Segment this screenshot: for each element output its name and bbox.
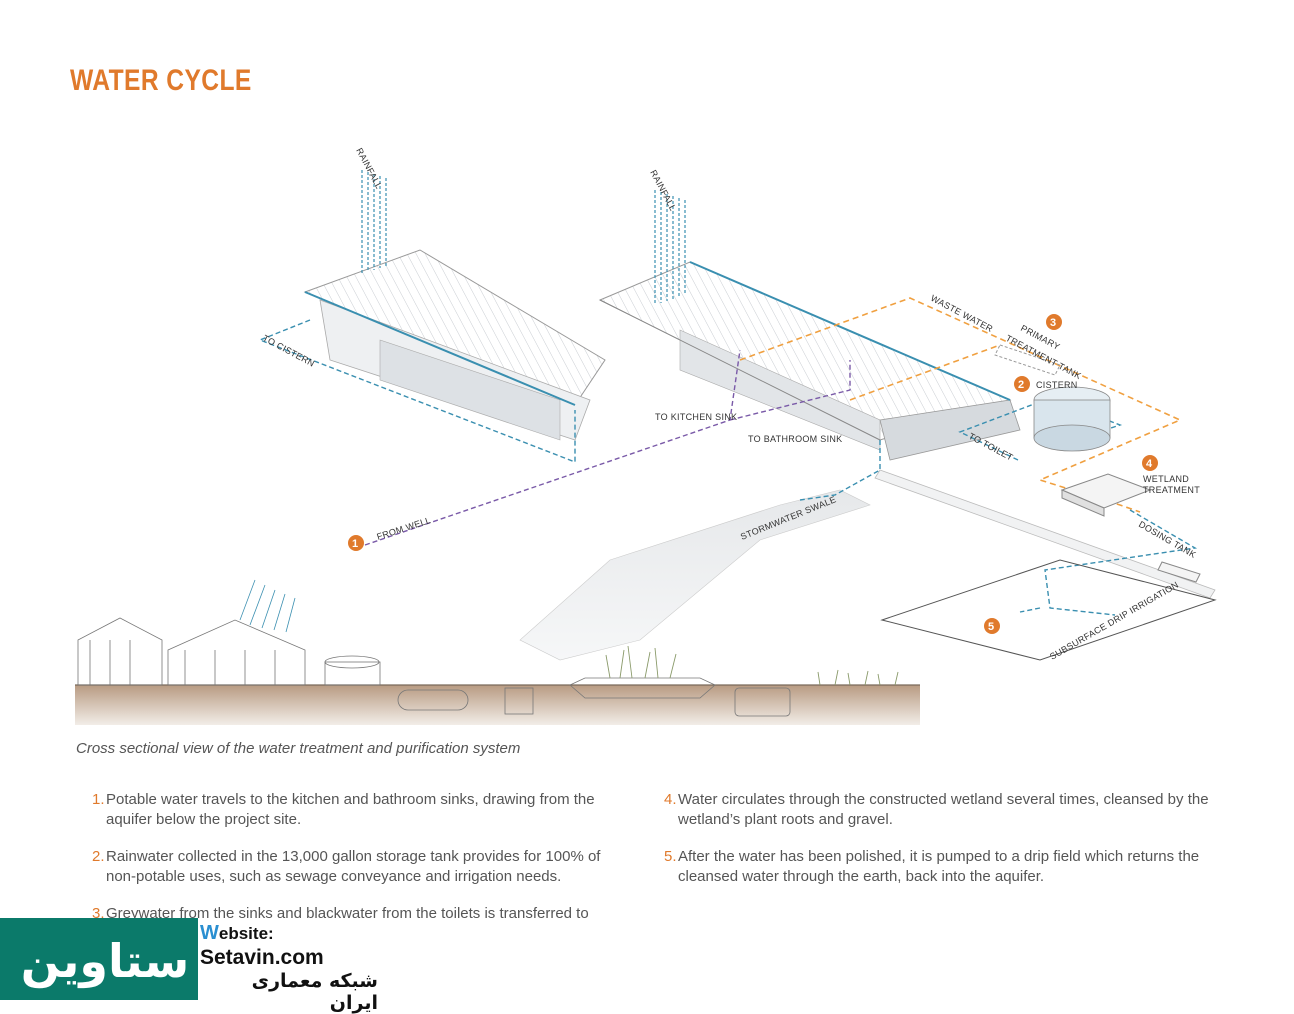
note-number: 4.: [664, 790, 678, 830]
building-left: [305, 250, 605, 440]
watermark-website-label: Website:: [200, 922, 274, 945]
note-text: After the water has been polished, it is…: [678, 847, 1224, 887]
label-rainfall-1: RAINFALL: [354, 146, 384, 190]
marker-5: 5: [984, 618, 1000, 634]
note-number: 5.: [664, 847, 678, 887]
notes-right: 4. Water circulates through the construc…: [664, 790, 1224, 904]
svg-text:5: 5: [988, 621, 994, 633]
cross-section: [75, 580, 920, 725]
svg-text:1: 1: [352, 538, 358, 550]
note-text: Potable water travels to the kitchen and…: [106, 790, 632, 830]
watermark-brand: ستاوین: [20, 934, 190, 988]
figure-caption: Cross sectional view of the water treatm…: [76, 740, 520, 757]
label-waste-water: WASTE WATER: [929, 293, 995, 334]
watermark-website-text: ebsite:: [219, 924, 274, 943]
svg-text:4: 4: [1146, 458, 1153, 470]
marker-4: 4: [1142, 455, 1158, 471]
wetland-treatment-box: [1062, 474, 1150, 516]
note-2: 2. Rainwater collected in the 13,000 gal…: [92, 847, 632, 887]
label-treatment: TREATMENT: [1143, 485, 1200, 495]
water-cycle-diagram: RAINFALL RAINFALL TO CISTERN WASTE WATER…: [0, 0, 1294, 740]
note-text: Rainwater collected in the 13,000 gallon…: [106, 847, 632, 887]
note-text: Water circulates through the constructed…: [678, 790, 1224, 830]
watermark-w: W: [200, 922, 219, 944]
marker-3: 3: [1046, 314, 1062, 330]
label-to-cistern: TO CISTERN: [261, 333, 316, 369]
note-1: 1. Potable water travels to the kitchen …: [92, 790, 632, 830]
svg-text:3: 3: [1050, 317, 1056, 329]
label-to-kitchen-sink: TO KITCHEN SINK: [655, 412, 737, 422]
note-4: 4. Water circulates through the construc…: [664, 790, 1224, 830]
marker-2: 2: [1014, 376, 1030, 392]
watermark-tagline: شبکه معماری ایران: [200, 970, 378, 1014]
marker-1: 1: [348, 535, 364, 551]
label-cistern: CISTERN: [1036, 380, 1078, 390]
flow-drip-field: [1020, 510, 1195, 615]
watermark-site: Setavin.com: [200, 946, 324, 970]
label-from-well: FROM WELL: [376, 515, 433, 542]
label-wetland: WETLAND: [1143, 474, 1189, 484]
label-rainfall-2: RAINFALL: [648, 168, 678, 212]
label-dosing-tank: DOSING TANK: [1137, 519, 1198, 560]
cistern-tank: [1034, 387, 1110, 451]
note-5: 5. After the water has been polished, it…: [664, 847, 1224, 887]
note-number: 1.: [92, 790, 106, 830]
note-number: 2.: [92, 847, 106, 887]
svg-text:2: 2: [1018, 379, 1024, 391]
label-subsurface: SUBSURFACE DRIP IRRIGATION: [1048, 580, 1180, 662]
label-to-bathroom-sink: TO BATHROOM SINK: [748, 434, 842, 444]
